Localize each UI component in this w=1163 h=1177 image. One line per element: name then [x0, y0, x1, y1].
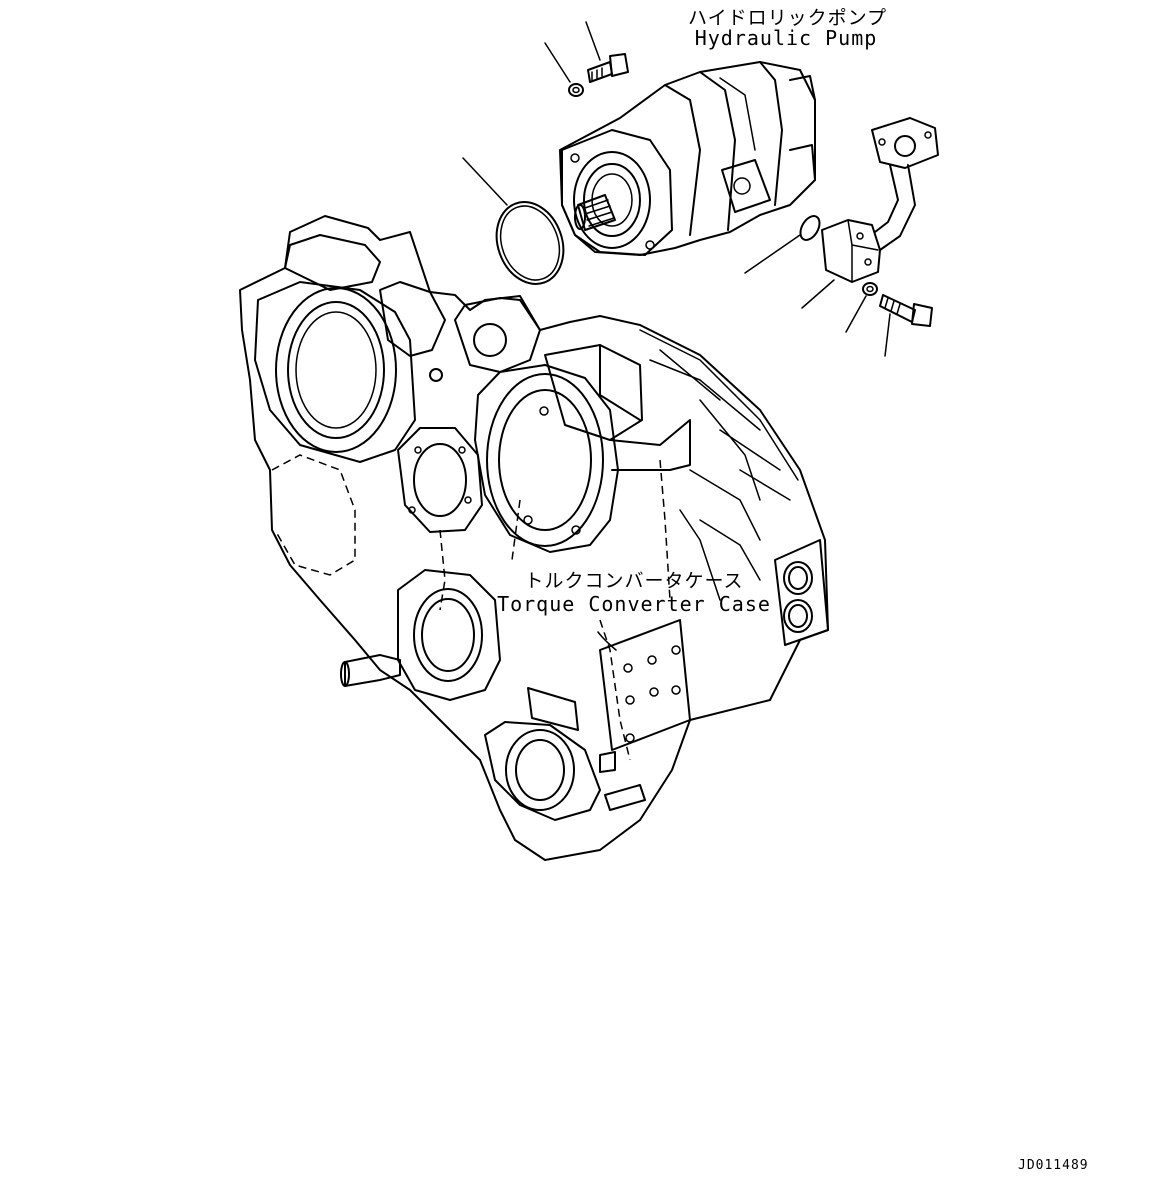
- small-o-ring: [744, 215, 821, 274]
- torque-converter-case-jp-label: トルクコンバータケース: [524, 570, 744, 592]
- elbow-tube: [801, 117, 939, 309]
- torque-converter-case: [239, 215, 829, 861]
- torque-converter-case-en-label: Torque Converter Case: [497, 592, 771, 616]
- drawing-id: JD011489: [1018, 1158, 1089, 1173]
- flange-washer: [845, 282, 878, 333]
- pump-mounting-bolt: [585, 21, 629, 83]
- flange-bolt: [879, 294, 933, 357]
- pump-mounting-washer: [544, 42, 584, 97]
- hydraulic-pump-en-label: Hydraulic Pump: [694, 26, 878, 50]
- hydraulic-pump: [559, 61, 816, 256]
- large-o-ring: [462, 157, 565, 285]
- hydraulic-pump-jp-label: ハイドロリックポンプ: [688, 7, 888, 29]
